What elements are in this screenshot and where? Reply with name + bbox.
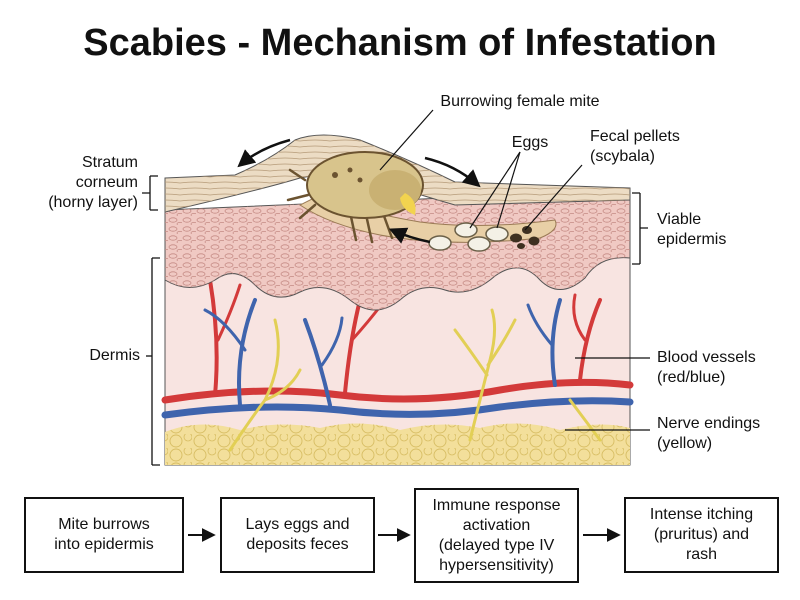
eggs-figure <box>428 222 509 252</box>
nerve-endings <box>228 308 602 452</box>
brackets <box>142 175 648 466</box>
fecal-pellets-figure <box>510 226 540 249</box>
stratum-corneum-label: Stratum corneum (horny layer) <box>48 154 138 211</box>
eggs-label: Eggs <box>511 134 549 151</box>
fecal-pellets-label: Fecal pellets (scybala) <box>590 128 680 165</box>
blood-vessels-label: Blood vessels (red/blue) <box>657 349 756 386</box>
mite-figure <box>286 151 424 244</box>
blood-vessels <box>161 278 634 419</box>
leader-lines <box>379 109 650 431</box>
movement-arrows <box>237 138 481 244</box>
nerve-endings-label: Nerve endings (yellow) <box>657 415 761 452</box>
viable-epidermis-label: Viable epidermis <box>657 211 727 248</box>
page-title: Scabies - Mechanism of Infestation <box>83 22 717 64</box>
mite-label: Burrowing female mite <box>440 93 600 110</box>
dermis-label: Dermis <box>89 347 140 364</box>
